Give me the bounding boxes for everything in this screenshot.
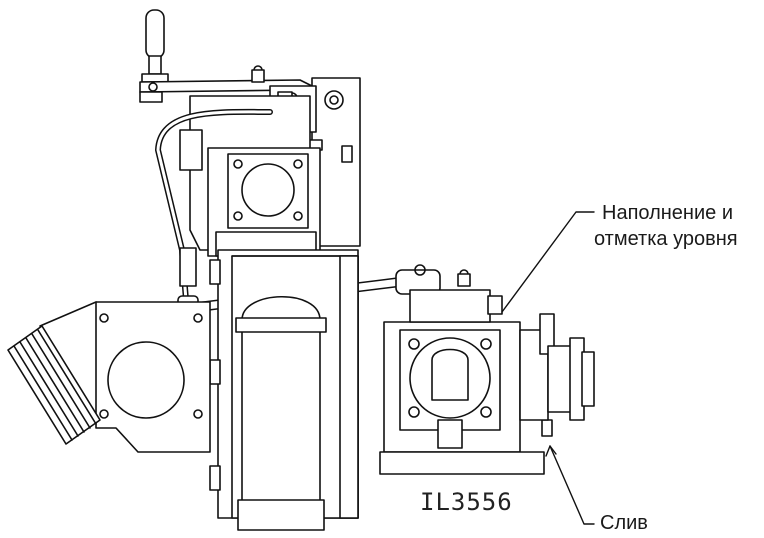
callout-fill-level-line1: Наполнение и: [602, 202, 733, 224]
left-intake: [39, 301, 211, 453]
callout-leaders: [501, 211, 595, 525]
filter-grille: [7, 325, 101, 445]
callout-fill-level: Наполнение и отметка уровня: [594, 200, 738, 252]
crank-handle: [139, 9, 313, 103]
main-casing: [209, 249, 359, 531]
output-shaft: [519, 313, 595, 421]
right-gearbox: [379, 289, 553, 475]
callout-drain: Слив: [600, 512, 648, 534]
upper-flange: [179, 95, 321, 257]
figure-id: IL3556: [420, 488, 513, 516]
callout-fill-level-line2: отметка уровня: [594, 228, 738, 250]
